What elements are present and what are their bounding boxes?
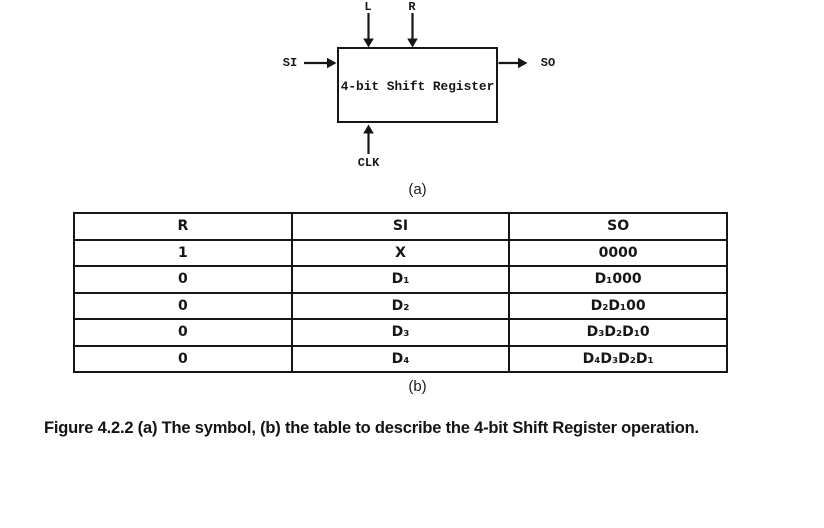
table-cell-so: D₂D₁00 [508,291,728,320]
table-cell-si: D₄ [290,344,511,373]
table-cell-si: D₂ [290,291,511,320]
label-si-input: SI [282,56,298,70]
register-box: 4-bit Shift Register [337,47,498,123]
table-cell-so: D₃D₂D₁0 [508,318,728,347]
table-row: 0 D₃ D₃D₂D₁0 [73,318,728,347]
arrow-r-input [407,13,418,48]
operation-table: R SI SO 1 X 0000 0 D₁ D₁000 0 D₂ D₂D₁00 … [73,212,728,373]
label-l-input: L [364,0,372,14]
table-row: 1 X 0000 [73,238,728,267]
arrow-si-input [304,57,337,69]
label-r-input: R [408,0,416,14]
table-cell-r: 0 [73,344,293,373]
label-so-output: SO [540,56,556,70]
sublabel-a: (a) [408,181,427,198]
table-row: 0 D₂ D₂D₁00 [73,291,728,320]
diagram-arrows [304,13,528,154]
table-row: 0 D₄ D₄D₃D₂D₁ [73,344,728,373]
table-cell-r: 0 [73,318,293,347]
table-header-row: R SI SO [73,212,728,241]
shift-register-symbol: L R SI SO CLK 4-bit Shift Register (a) [0,0,824,210]
sublabel-b: (b) [408,378,427,395]
table-cell-si: D₁ [290,265,511,294]
table-cell-so: D₄D₃D₂D₁ [508,344,728,373]
arrow-clk-input [363,124,374,154]
arrow-l-input [363,13,374,48]
arrow-so-output [498,57,528,69]
table-cell-so: D₁000 [508,265,728,294]
table-row: 0 D₁ D₁000 [73,265,728,294]
table-cell-si: X [290,238,511,267]
register-box-label: 4-bit Shift Register [340,79,495,94]
table-header-si: SI [290,212,511,241]
table-header-so: SO [508,212,728,241]
table-header-r: R [73,212,293,241]
table-cell-r: 1 [73,238,293,267]
label-clk-input: CLK [357,156,380,170]
figure-caption: Figure 4.2.2 (a) The symbol, (b) the tab… [44,419,699,437]
table-cell-so: 0000 [508,238,728,267]
table-cell-r: 0 [73,291,293,320]
table-cell-r: 0 [73,265,293,294]
table-cell-si: D₃ [290,318,511,347]
